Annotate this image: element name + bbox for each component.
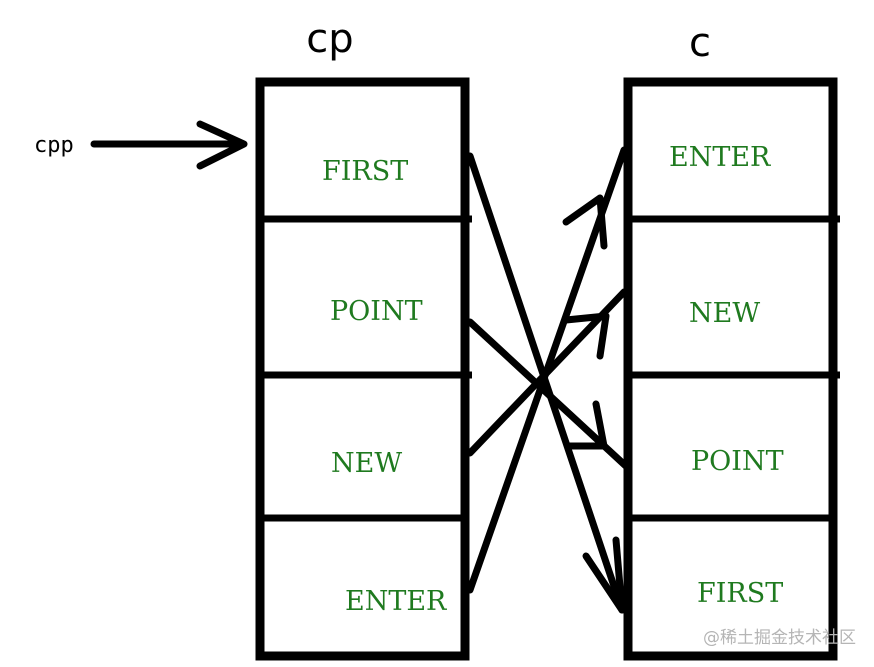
pointer-arrows bbox=[466, 146, 632, 614]
arrowhead-new bbox=[562, 312, 610, 360]
c-cell-3: FIRST bbox=[697, 578, 783, 609]
cp-cell-0: FIRST bbox=[322, 156, 408, 187]
c-title: c bbox=[689, 20, 711, 66]
watermark: @稀土掘金技术社区 bbox=[703, 628, 856, 648]
cp-cell-2: NEW bbox=[331, 448, 402, 479]
cpp-arrow bbox=[90, 120, 248, 170]
cp-cell-1: POINT bbox=[330, 296, 423, 327]
arrow-enter bbox=[466, 146, 628, 594]
c-array bbox=[623, 77, 840, 661]
cpp-label: cpp bbox=[34, 133, 74, 158]
cp-array bbox=[255, 77, 472, 661]
c-box-outline bbox=[623, 77, 838, 661]
arrowhead-point bbox=[564, 400, 608, 450]
arrowhead-first bbox=[582, 536, 626, 614]
c-cell-1: NEW bbox=[689, 298, 760, 329]
cp-title: cp bbox=[306, 16, 353, 62]
c-cell-2: POINT bbox=[691, 446, 784, 477]
cp-box-outline bbox=[255, 77, 470, 661]
c-cell-0: ENTER bbox=[669, 142, 771, 173]
cp-cell-3: ENTER bbox=[345, 586, 447, 617]
arrowhead-enter bbox=[562, 194, 608, 250]
